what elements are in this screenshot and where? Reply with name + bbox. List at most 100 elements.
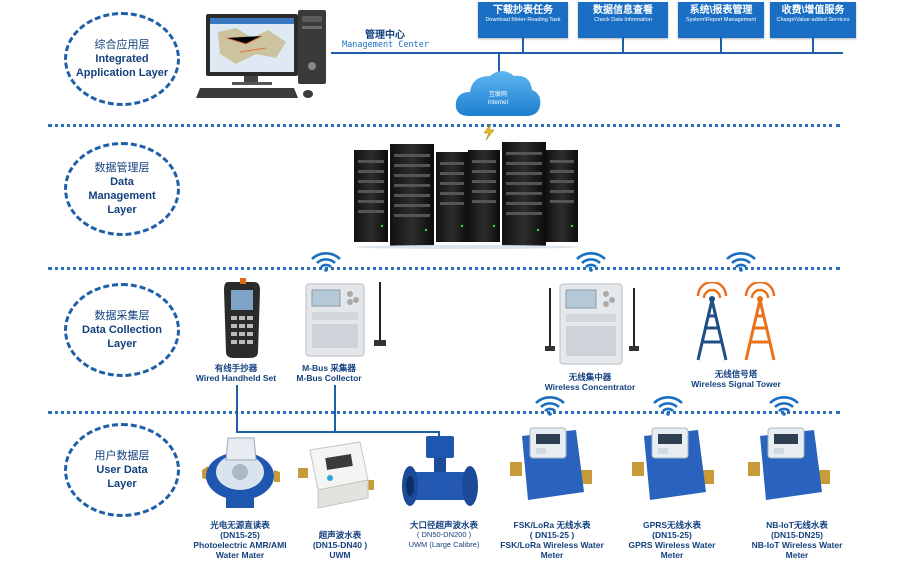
layer-cn-label: 数据采集层: [94, 310, 150, 322]
photoelectric-meter-icon: [202, 437, 280, 508]
button-cn-label: 系统\报表管理: [689, 5, 753, 16]
cloud-icon: [455, 71, 541, 116]
caption-en: GPRS Wireless Water: [628, 540, 716, 550]
connector-line: [498, 52, 500, 74]
mbus-collector-icon: [305, 282, 386, 357]
button-cn-label: 数据信息查看: [593, 5, 653, 16]
caption-cn: M-Bus 采集器: [302, 363, 356, 373]
management-center-en: Management Center: [342, 40, 429, 50]
meter-caption-large-ultrasonic: 大口径超声波水表 ( DN50-DN200 ) UWM (Large Calib…: [396, 520, 492, 550]
caption-spec: (DN15-DN25): [771, 530, 823, 540]
button-en-label: System\Report Management: [685, 17, 756, 23]
caption-en: UWM: [329, 550, 351, 560]
caption-spec: ( DN50-DN200 ): [416, 530, 472, 539]
caption-cn: GPRS无线水表: [642, 520, 702, 530]
caption-en: NB-IoT Wireless Water: [751, 540, 843, 550]
caption-cn: 无线集中器: [568, 372, 612, 382]
layer-cn-label: 用户数据层: [94, 450, 150, 462]
caption-en: Wireless Signal Tower: [691, 379, 781, 389]
caption-en: Photoelectric AMR/AMI: [193, 540, 287, 550]
connector-line: [812, 38, 814, 52]
caption-en2: Meter: [660, 550, 684, 560]
charge-service-button[interactable]: 收费\增值服务 Charge\Value-added Services: [770, 2, 856, 38]
caption-cn: 超声波水表: [318, 530, 362, 540]
system-report-button[interactable]: 系统\报表管理 System\Report Management: [678, 2, 764, 38]
caption-en2: Meter: [785, 550, 809, 560]
layer-circle-user-data: 用户数据层 User Data Layer: [64, 423, 180, 517]
layer-circle-application: 综合应用层 Integrated Application Layer: [64, 12, 180, 106]
management-bus-line: [331, 52, 843, 54]
handheld-reader-icon: [224, 278, 260, 358]
caption-en: Wireless Concentrator: [544, 382, 636, 392]
meter-caption-ultrasonic: 超声波水表 (DN15-DN40 ) UWM: [298, 530, 382, 560]
connector-line: [522, 38, 524, 52]
connector-line: [236, 431, 440, 433]
connector-line: [622, 38, 624, 52]
lightning-icon: [483, 124, 495, 140]
button-en-label: Download Meter-Reading Task: [485, 17, 561, 23]
meter-caption-fsk-lora: FSK/LoRa 无线水表 ( DN15-25 ) FSK/LoRa Wirel…: [500, 520, 604, 560]
meter-caption-nb-iot: NB-IoT无线水表 (DN15-DN25) NB-IoT Wireless W…: [742, 520, 852, 560]
wifi-icon: [726, 252, 756, 272]
layer-cn-label: 综合应用层: [94, 39, 150, 51]
gprs-meter-icon: [632, 427, 714, 500]
layer-separator: [48, 124, 840, 127]
caption-en: FSK/LoRa Wireless Water: [500, 540, 604, 550]
collection-caption-mbus: M-Bus 采集器 M-Bus Collector: [290, 363, 368, 383]
caption-spec: (DN15-25): [220, 530, 260, 540]
caption-en2: Meter: [540, 550, 564, 560]
management-center-cn: 管理中心: [365, 30, 405, 41]
wifi-icon: [769, 396, 799, 416]
caption-cn: 无线信号塔: [714, 369, 758, 379]
caption-spec: ( DN15-25 ): [529, 530, 575, 540]
layer-en-label: Data Collection Layer: [81, 324, 163, 350]
caption-en: UWM (Large Calibre): [408, 540, 480, 549]
button-en-label: Check Data Information: [594, 17, 652, 23]
collection-caption-handheld: 有线手抄器 Wired Handheld Set: [186, 363, 286, 383]
connector-line: [334, 385, 336, 431]
download-task-button[interactable]: 下载抄表任务 Download Meter-Reading Task: [478, 2, 568, 38]
layer-circle-data-collection: 数据采集层 Data Collection Layer: [64, 283, 180, 377]
signal-tower-icon: [696, 282, 776, 361]
cloud-label: 互联网 Internet: [478, 91, 518, 107]
caption-cn: 光电无源直读表: [210, 520, 270, 530]
collection-caption-concentrator: 无线集中器 Wireless Concentrator: [538, 372, 642, 392]
connector-line: [720, 38, 722, 52]
cloud-label-en: Internet: [487, 100, 509, 106]
caption-spec: (DN15-DN40 ): [312, 540, 368, 550]
wifi-icon: [576, 252, 606, 272]
wifi-icon: [311, 252, 341, 272]
caption-en: Wired Handheld Set: [195, 373, 277, 383]
computer-icon: [196, 10, 326, 98]
caption-cn: 大口径超声波水表: [409, 520, 478, 530]
layer-separator: [48, 267, 840, 270]
wifi-icon: [535, 396, 565, 416]
collection-caption-tower: 无线信号塔 Wireless Signal Tower: [684, 369, 788, 389]
layer-en-label: Data Management Layer: [88, 176, 156, 216]
check-data-button[interactable]: 数据信息查看 Check Data Information: [578, 2, 668, 38]
caption-spec: (DN15-25): [652, 530, 692, 540]
caption-cn: FSK/LoRa 无线水表: [513, 520, 591, 530]
wifi-icon: [653, 396, 683, 416]
meter-caption-photoelectric: 光电无源直读表 (DN15-25) Photoelectric AMR/AMI …: [180, 520, 300, 560]
large-ultrasonic-meter-icon: [402, 436, 478, 506]
server-rack-icon: [354, 142, 579, 249]
meter-caption-gprs: GPRS无线水表 (DN15-25) GPRS Wireless Water M…: [620, 520, 724, 560]
layer-separator: [48, 411, 840, 414]
ultrasonic-meter-icon: [298, 441, 374, 509]
layer-circle-data-management: 数据管理层 Data Management Layer: [64, 142, 180, 236]
layer-cn-label: 数据管理层: [94, 162, 150, 174]
wireless-concentrator-icon: [545, 283, 639, 365]
fsk-lora-meter-icon: [510, 427, 592, 500]
caption-en2: Water Mater: [215, 550, 265, 560]
cloud-label-cn: 互联网: [488, 92, 507, 98]
button-en-label: Charge\Value-added Services: [776, 17, 850, 23]
layer-en-label: User Data Layer: [96, 464, 148, 490]
caption-cn: 有线手抄器: [214, 363, 258, 373]
connector-line: [236, 385, 238, 433]
layer-en-label: Integrated Application Layer: [75, 53, 169, 79]
caption-cn: NB-IoT无线水表: [766, 520, 828, 530]
button-cn-label: 下载抄表任务: [493, 5, 553, 16]
nb-iot-meter-icon: [748, 427, 830, 500]
caption-en: M-Bus Collector: [296, 373, 362, 383]
